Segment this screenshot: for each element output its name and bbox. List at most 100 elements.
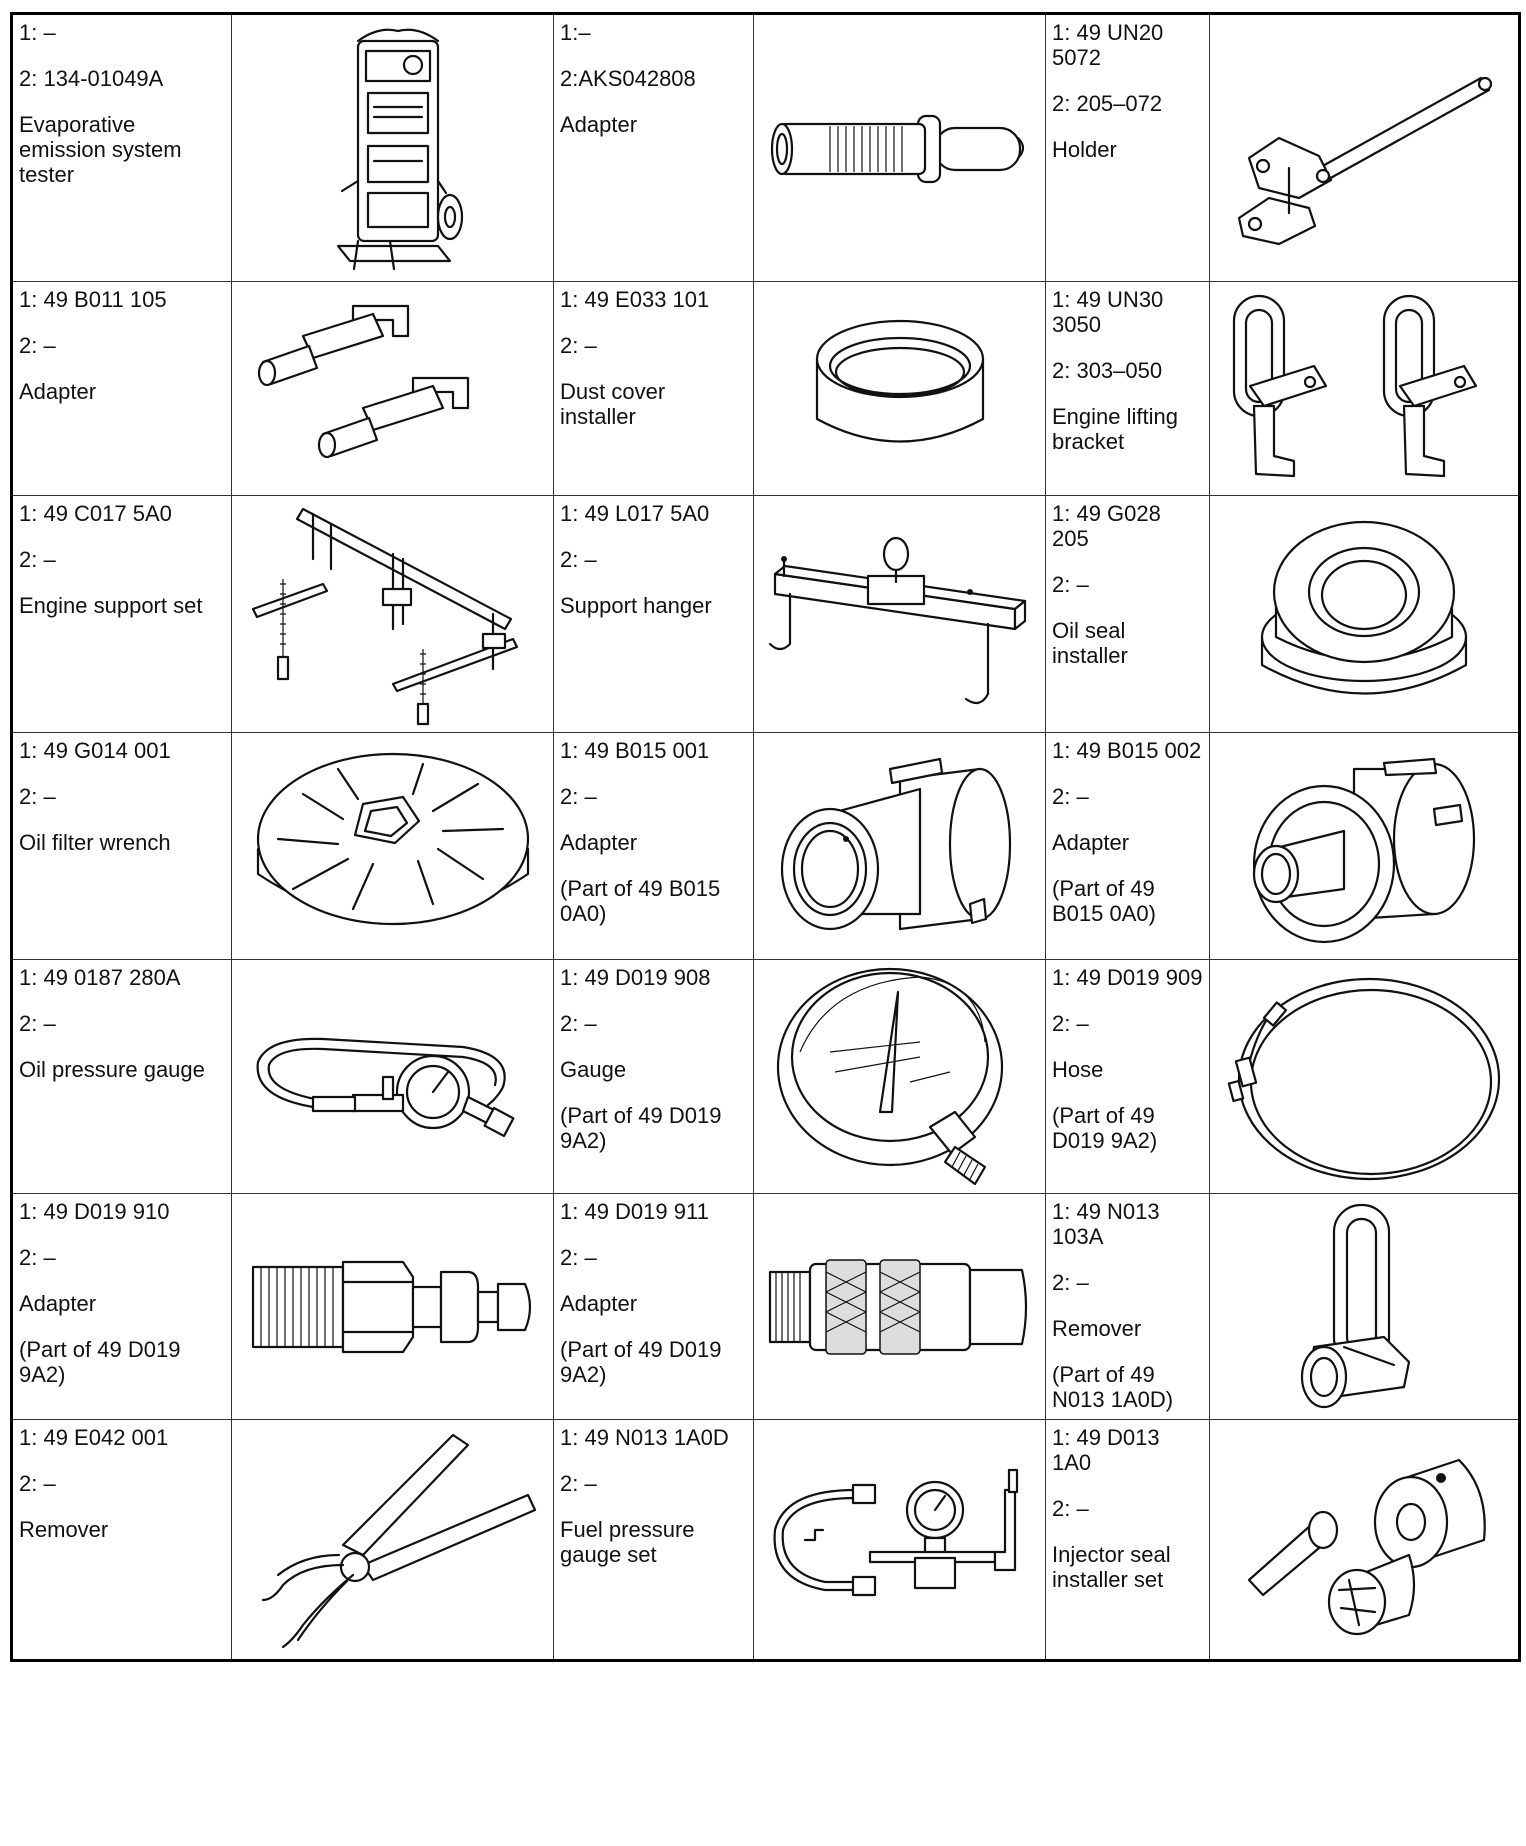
tool-image-cell [1209, 281, 1520, 496]
tool-name: Evaporative emission system tester [19, 112, 182, 187]
tool-info-cell: 1: 49 E042 001 2: – Remover [11, 1419, 232, 1661]
injector-seal-installer-set-icon [1247, 1458, 1486, 1635]
tool-number-2: 2: – [19, 784, 56, 809]
oil-pressure-gauge-icon [256, 1037, 515, 1137]
tool-info-cell: 1: 49 D013 1A0 2: – Injector seal instal… [1045, 1419, 1210, 1661]
tool-name: Remover [1052, 1316, 1142, 1341]
pliers-remover-icon [261, 1433, 536, 1648]
tool-image-cell [753, 959, 1046, 1194]
tool-number-1: 1: 49 D019 910 [19, 1199, 170, 1224]
tool-info-cell: 1: 49 E033 101 2: – Dust cover installer [553, 281, 754, 496]
tool-number-1: 1: 49 G014 001 [19, 738, 171, 763]
tool-number-2: 2: – [19, 1245, 56, 1270]
tool-image-cell [753, 732, 1046, 960]
tool-part-of: (Part of 49 D019 9A2) [1052, 1103, 1158, 1153]
tool-image-cell [231, 1193, 554, 1420]
tool-part-of: (Part of 49 D019 9A2) [19, 1337, 181, 1387]
tool-info-cell: 1: 49 B015 001 2: – Adapter (Part of 49 … [553, 732, 754, 960]
tool-name: Oil seal installer [1052, 618, 1128, 668]
tool-number-2: 2: – [1052, 572, 1089, 597]
tool-number-1: 1: 49 B015 001 [560, 738, 710, 763]
tool-number-2: 2: 303–050 [1052, 358, 1163, 383]
tool-name: Engine lifting bracket [1052, 404, 1178, 454]
tool-name: Remover [19, 1517, 109, 1542]
tool-number-2: 2: – [560, 1011, 597, 1036]
tool-image-cell [753, 281, 1046, 496]
tool-name: Adapter [19, 379, 97, 404]
tool-info-cell: 1: 49 L017 5A0 2: – Support hanger [553, 495, 754, 733]
table-row: 1: 49 D019 910 2: – Adapter (Part of 49 … [11, 1193, 1520, 1420]
oil-seal-installer-icon [1260, 520, 1468, 694]
support-hanger-icon [768, 536, 1026, 705]
tool-number-1: 1: 49 G028 205 [1052, 501, 1161, 551]
table-row: 1: 49 E042 001 2: – Remover 1: 49 N013 1… [11, 1419, 1520, 1661]
engine-lifting-bracket-icon [1232, 294, 1478, 478]
tool-number-1: 1: 49 D019 908 [560, 965, 711, 990]
tool-number-2: 2: – [560, 547, 597, 572]
coiled-hose-icon [1227, 977, 1501, 1181]
tool-number-2: 2: 134-01049A [19, 66, 164, 91]
tool-number-1: 1: – [19, 20, 56, 45]
oil-filter-wrench-icon [256, 752, 529, 925]
tool-number-1: 1: 49 N013 103A [1052, 1199, 1160, 1249]
tool-image-cell [231, 959, 554, 1194]
tool-name: Engine support set [19, 593, 203, 618]
sleeve-adapter-icon [780, 757, 1011, 930]
tool-part-of: (Part of 49 D019 9A2) [560, 1103, 722, 1153]
tool-image-cell [753, 1419, 1046, 1661]
tool-number-2: 2: – [560, 1471, 597, 1496]
tool-image-cell [1209, 13, 1520, 282]
tool-part-of: (Part of 49 B015 0A0) [1052, 876, 1156, 926]
tool-number-1: 1:– [560, 20, 591, 45]
tool-info-cell: 1: 49 D019 908 2: – Gauge (Part of 49 D0… [553, 959, 754, 1194]
tool-info-cell: 1: 49 B015 002 2: – Adapter (Part of 49 … [1045, 732, 1210, 960]
table-row: 1: 49 B011 105 2: – Adapter [11, 281, 1520, 496]
table-row: 1: 49 C017 5A0 2: – Engine support set [11, 495, 1520, 733]
tool-info-cell: 1: 49 D019 911 2: – Adapter (Part of 49 … [553, 1193, 754, 1420]
tool-name: Support hanger [560, 593, 712, 618]
tool-info-cell: 1: 49 D019 910 2: – Adapter (Part of 49 … [11, 1193, 232, 1420]
tool-name: Adapter [19, 1291, 97, 1316]
tool-number-1: 1: 49 0187 280A [19, 965, 181, 990]
tool-name: Dust cover installer [560, 379, 666, 429]
tool-part-of: (Part of 49 N013 1A0D) [1052, 1362, 1174, 1412]
tool-image-cell [1209, 732, 1520, 960]
tool-number-1: 1: 49 UN20 5072 [1052, 20, 1164, 70]
tool-name: Adapter [1052, 830, 1130, 855]
evaporative-emission-tester-icon [336, 28, 463, 270]
tool-image-cell [753, 1193, 1046, 1420]
tool-image-cell [231, 1419, 554, 1661]
tool-number-1: 1: 49 B015 002 [1052, 738, 1202, 763]
pressure-gauge-dial-icon [776, 967, 1003, 1185]
tool-name: Injector seal installer set [1052, 1542, 1171, 1592]
adapter-pair-icon [257, 304, 469, 459]
tool-name: Oil filter wrench [19, 830, 171, 855]
tool-number-2: 2: – [1052, 1496, 1089, 1521]
tool-number-2: 2: – [1052, 784, 1089, 809]
tool-info-cell: 1: 49 UN30 3050 2: 303–050 Engine liftin… [1045, 281, 1210, 496]
tool-info-cell: 1: 49 0187 280A 2: – Oil pressure gauge [11, 959, 232, 1194]
tool-number-1: 1: 49 B011 105 [19, 287, 167, 312]
tool-image-cell [753, 13, 1046, 282]
tool-info-cell: 1: 49 D019 909 2: – Hose (Part of 49 D01… [1045, 959, 1210, 1194]
special-tools-table: 1: – 2: 134-01049A Evaporative emission … [10, 12, 1521, 1662]
tool-number-2: 2: – [560, 1245, 597, 1270]
tool-info-cell: 1: 49 G028 205 2: – Oil seal installer [1045, 495, 1210, 733]
tool-number-1: 1: 49 N013 1A0D [560, 1425, 729, 1450]
tool-number-1: 1: 49 D019 911 [560, 1199, 709, 1224]
table-row: 1: 49 G014 001 2: – Oil filter wrench 1:… [11, 732, 1520, 960]
tool-number-2: 2: – [560, 784, 597, 809]
tool-number-1: 1: 49 C017 5A0 [19, 501, 172, 526]
holder-bar-icon [1237, 76, 1493, 246]
tool-info-cell: 1: 49 B011 105 2: – Adapter [11, 281, 232, 496]
tool-info-cell: 1: 49 N013 103A 2: – Remover (Part of 49… [1045, 1193, 1210, 1420]
table-row: 1: 49 0187 280A 2: – Oil pressure gauge [11, 959, 1520, 1194]
tool-number-2: 2: – [560, 333, 597, 358]
tool-name: Hose [1052, 1057, 1104, 1082]
tool-info-cell: 1:– 2:AKS042808 Adapter [553, 13, 754, 282]
tool-image-cell [1209, 1193, 1520, 1420]
tool-image-cell [1209, 1419, 1520, 1661]
tool-part-of: (Part of 49 B015 0A0) [560, 876, 721, 926]
dust-cover-installer-icon [815, 319, 984, 443]
tool-name: Adapter [560, 112, 638, 137]
